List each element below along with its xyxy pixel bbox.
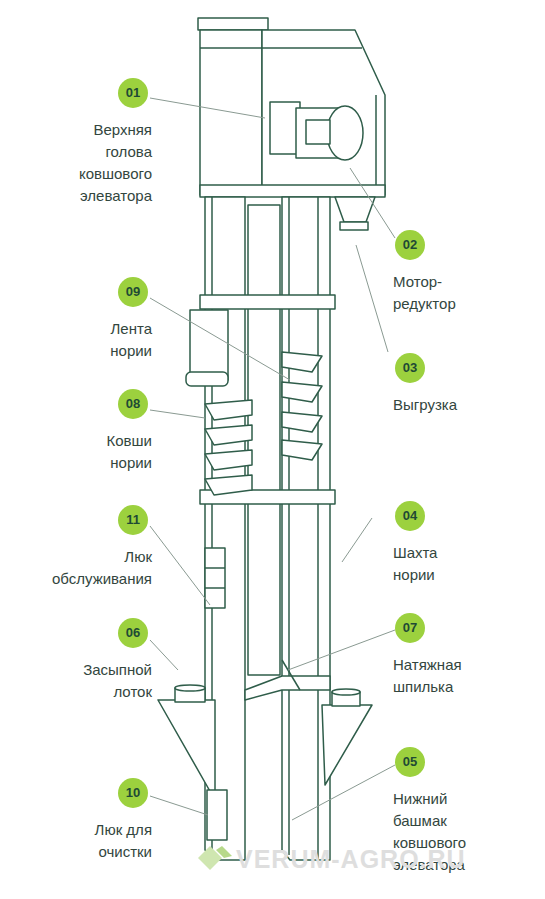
hatch-line <box>205 587 225 589</box>
bucket <box>282 352 322 372</box>
callout-node: 01Верхняя голова ковшового элеватора <box>2 78 152 207</box>
callout-number: 06 <box>118 618 148 648</box>
bucket <box>205 475 252 495</box>
part-name: Лента нории <box>92 318 152 362</box>
discharge-spout <box>335 197 375 222</box>
part-name: Верхняя голова ковшового элеватора <box>62 119 152 207</box>
head-seam <box>375 95 377 185</box>
hopper-collar-top <box>332 689 360 695</box>
bucket <box>282 412 322 432</box>
hopper-collar-top <box>175 685 205 691</box>
bucket <box>205 400 252 420</box>
head-seam <box>262 47 362 49</box>
callout-number: 03 <box>395 353 425 383</box>
leader-line <box>150 796 208 815</box>
part-name: Люк обслуживания <box>47 546 152 590</box>
callout-node: 02Мотор- редуктор <box>393 230 543 315</box>
callout-node: 06Засыпной лоток <box>2 618 152 703</box>
callout-node: 07Натяжная шпилька <box>393 613 543 698</box>
part-name: Натяжная шпилька <box>393 654 478 698</box>
callout-node: 08Ковши нории <box>2 389 152 474</box>
leader-line <box>288 630 395 670</box>
head-cap <box>198 18 268 30</box>
belt-panel <box>248 205 280 675</box>
bucket <box>205 425 252 445</box>
service-hatch <box>205 548 225 608</box>
callout-node: 04Шахта нории <box>393 501 543 586</box>
callout-number: 11 <box>118 505 148 535</box>
part-name: Люк для очистки <box>72 819 152 863</box>
callout-number: 08 <box>118 389 148 419</box>
callout-node: 11Люк обслуживания <box>2 505 152 590</box>
motor-box <box>306 120 330 144</box>
leader-line <box>150 410 205 418</box>
callout-number: 09 <box>118 277 148 307</box>
leader-line <box>356 245 388 352</box>
motor-end <box>327 106 363 160</box>
callout-number: 02 <box>395 230 425 260</box>
leader-line <box>150 98 265 118</box>
shaft-band <box>200 295 335 309</box>
watermark: VERUM-AGRO.RU <box>236 845 466 874</box>
callout-number: 04 <box>395 501 425 531</box>
head-seam <box>200 47 262 49</box>
callout-number: 05 <box>395 747 425 777</box>
boot-top <box>245 676 330 700</box>
callout-node: 03Выгрузка <box>393 353 543 416</box>
part-name: Выгрузка <box>393 394 493 416</box>
discharge-flange <box>340 222 368 230</box>
part-name: Шахта нории <box>393 542 453 586</box>
feed-hopper <box>158 700 215 800</box>
leader-line <box>150 298 290 380</box>
bucket <box>282 440 322 460</box>
tension-bolt <box>282 660 300 690</box>
part-name: Ковши нории <box>92 430 152 474</box>
logo-mark <box>198 846 232 870</box>
leader-line <box>150 526 210 605</box>
hatch-line <box>205 567 225 569</box>
inspection-window <box>190 310 228 380</box>
part-name: Засыпной лоток <box>72 659 152 703</box>
leader-line <box>350 168 395 238</box>
callout-number: 01 <box>118 78 148 108</box>
inspection-window-base <box>186 372 228 386</box>
callout-number: 07 <box>395 613 425 643</box>
cleaning-hatch <box>207 790 227 840</box>
leader-line <box>292 765 395 820</box>
bucket <box>205 450 252 470</box>
callout-number: 10 <box>118 778 148 808</box>
part-name: Мотор- редуктор <box>393 271 468 315</box>
callout-node: 09Лента нории <box>2 277 152 362</box>
feed-hopper <box>322 705 372 785</box>
callout-node: 10Люк для очистки <box>2 778 152 863</box>
head-base <box>200 185 385 197</box>
leader-line <box>342 518 372 562</box>
leader-line <box>150 640 178 670</box>
head-housing <box>262 30 385 195</box>
bucket <box>282 382 322 402</box>
